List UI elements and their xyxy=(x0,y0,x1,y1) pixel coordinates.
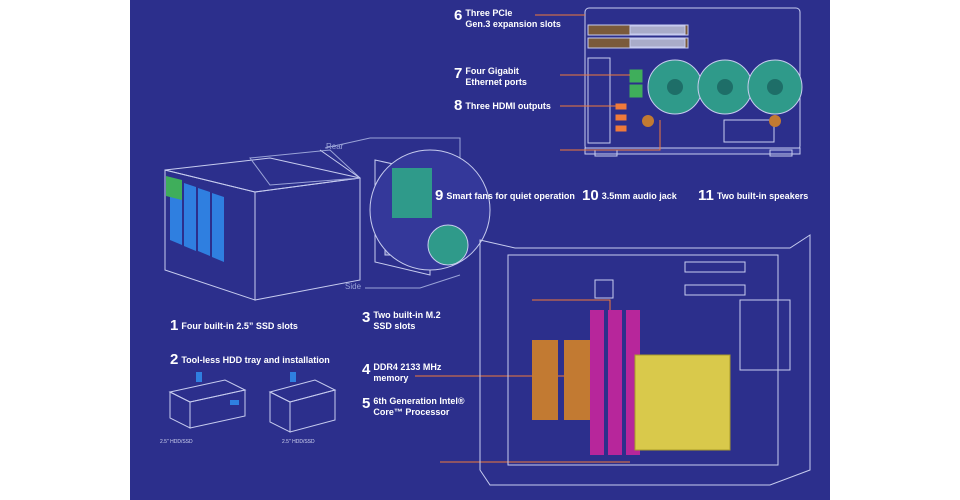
callout-number: 3 xyxy=(362,309,371,326)
callout-text: Four Gigabit Ethernet ports xyxy=(465,66,527,87)
rear-view-chassis xyxy=(584,7,801,157)
callout-hdd-tray: 2 Tool-less HDD tray and installation xyxy=(170,352,330,367)
callout-text: Tool-less HDD tray and installation xyxy=(181,355,330,365)
callout-number: 7 xyxy=(454,65,463,82)
callout-text: Two built-in speakers xyxy=(716,191,809,201)
callout-ssd-slots: 1 Four built-in 2.5” SSD slots xyxy=(170,318,298,333)
m2-slots xyxy=(532,340,590,420)
callout-text: 6th Generation Intel® Core™ Processor xyxy=(373,396,465,417)
hdd-trays xyxy=(168,379,337,433)
callout-audio: 10 3.5mm audio jack xyxy=(582,188,677,203)
callout-number: 8 xyxy=(454,97,463,114)
callout-number: 11 xyxy=(698,187,714,204)
rear-fans xyxy=(642,59,803,127)
callout-processor: 5 6th Generation Intel® Core™ Processor xyxy=(362,396,465,418)
callout-text: DDR4 2133 MHz memory xyxy=(373,362,442,383)
ssd-slots xyxy=(166,176,224,262)
product-illustration xyxy=(164,7,811,486)
callout-number: 4 xyxy=(362,361,371,378)
callout-number: 10 xyxy=(582,187,599,204)
callout-text: 3.5mm audio jack xyxy=(601,191,677,201)
callout-text: Three PCIe Gen.3 expansion slots xyxy=(465,8,561,29)
callout-speakers: 11 Two built-in speakers xyxy=(698,188,808,203)
label-side: Side xyxy=(345,282,362,291)
magnified-fan-view xyxy=(369,149,491,271)
callout-text: Three HDMI outputs xyxy=(465,101,551,111)
callout-number: 6 xyxy=(454,7,463,24)
callout-pcie: 6 Three PCIe Gen.3 expansion slots xyxy=(454,8,561,30)
callout-number: 1 xyxy=(170,317,179,334)
isometric-unit xyxy=(164,149,362,301)
callout-fans: 9 Smart fans for quiet operation xyxy=(435,188,575,203)
memory-modules xyxy=(590,310,640,455)
callout-text: Two built-in M.2 SSD slots xyxy=(373,310,441,331)
callout-memory: 4 DDR4 2133 MHz memory xyxy=(362,362,441,384)
label-tray-a: 2.5" HDD/SSD xyxy=(160,439,193,445)
callout-text: Four built-in 2.5” SSD slots xyxy=(181,321,298,331)
motherboard-chassis xyxy=(479,234,811,486)
callout-ethernet: 7 Four Gigabit Ethernet ports xyxy=(454,66,527,88)
callout-number: 9 xyxy=(435,187,444,204)
callout-m2-slots: 3 Two built-in M.2 SSD slots xyxy=(362,310,441,332)
label-tray-b: 2.5" HDD/SSD xyxy=(282,439,315,445)
label-rear: Rear xyxy=(326,142,344,151)
callout-hdmi: 8 Three HDMI outputs xyxy=(454,98,551,113)
callout-text: Smart fans for quiet operation xyxy=(446,191,575,201)
callout-number: 2 xyxy=(170,351,179,368)
diagram-panel: 1 Four built-in 2.5” SSD slots 2 Tool-le… xyxy=(130,0,830,500)
processor-heatsink xyxy=(634,354,731,451)
callout-number: 5 xyxy=(362,395,371,412)
